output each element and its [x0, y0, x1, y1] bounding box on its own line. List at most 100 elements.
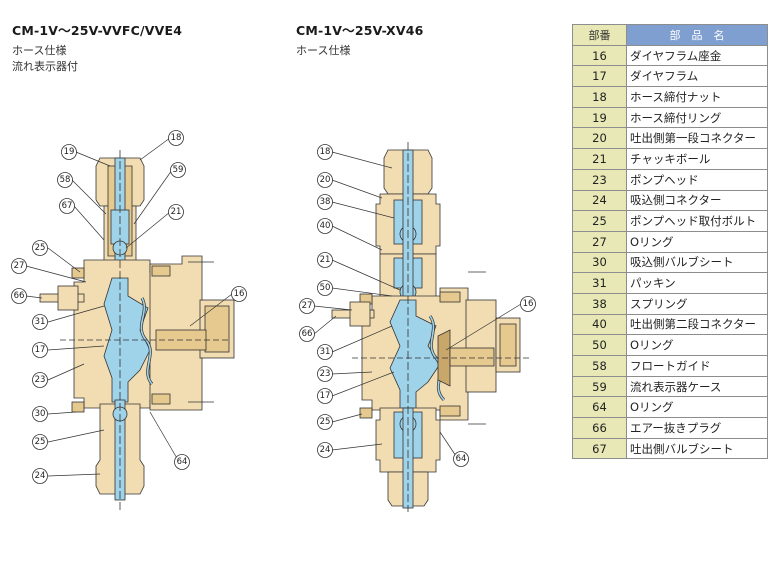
part-name: ダイヤフラム座金 — [626, 44, 768, 67]
part-name: 吸込側コネクター — [626, 189, 768, 212]
svg-text:64: 64 — [177, 457, 188, 467]
right-callout-38: 38 — [317, 194, 333, 210]
svg-text:50: 50 — [320, 283, 331, 293]
part-name: Oリング — [626, 396, 768, 419]
part-number: 27 — [572, 230, 627, 253]
svg-text:25: 25 — [35, 437, 46, 447]
left-callout-67: 67 — [59, 198, 75, 214]
left-callout-25-bottom: 25 — [32, 434, 48, 450]
right-leader-lines — [313, 151, 522, 457]
part-number: 31 — [572, 272, 627, 294]
left-callout-16: 16 — [231, 286, 247, 302]
right-callout-50: 50 — [317, 280, 333, 296]
svg-text:38: 38 — [320, 197, 331, 207]
svg-text:30: 30 — [35, 409, 46, 419]
right-callouts: 18 20 38 40 21 50 27 66 16 31 23 17 25 2… — [299, 144, 536, 467]
part-number: 66 — [572, 417, 627, 439]
left-subtitle-flow-indicator: 流れ表示器付 — [12, 60, 78, 73]
part-name: 吸込側バルブシート — [626, 251, 768, 274]
svg-text:24: 24 — [35, 471, 46, 481]
svg-text:16: 16 — [523, 299, 534, 309]
part-name: ホース締付リング — [626, 106, 768, 129]
svg-text:18: 18 — [320, 147, 331, 157]
right-pump-drawing — [331, 142, 530, 512]
header-part-number: 部番 — [572, 24, 627, 46]
part-number: 18 — [572, 86, 627, 108]
svg-text:18: 18 — [171, 133, 182, 143]
part-name: 吐出側第二段コネクター — [626, 313, 768, 336]
part-number: 38 — [572, 292, 627, 315]
part-number: 17 — [572, 65, 627, 88]
left-leader-lines — [25, 137, 233, 477]
right-callout-20: 20 — [317, 172, 333, 188]
part-number: 25 — [572, 210, 627, 232]
part-name: ポンプヘッド — [626, 168, 768, 191]
part-name: Oリング — [626, 334, 768, 356]
left-callout-23: 23 — [32, 372, 48, 388]
svg-text:23: 23 — [320, 369, 331, 379]
part-name: ダイヤフラム — [626, 65, 768, 88]
left-callout-24: 24 — [32, 468, 48, 484]
part-number: 30 — [572, 251, 627, 274]
svg-text:17: 17 — [320, 391, 331, 401]
left-callout-66: 66 — [11, 288, 27, 304]
part-name: スプリング — [626, 292, 768, 315]
svg-text:58: 58 — [60, 175, 71, 185]
right-callout-64: 64 — [453, 451, 469, 467]
svg-text:64: 64 — [456, 454, 467, 464]
right-callout-66: 66 — [299, 326, 315, 342]
part-name: パッキン — [626, 272, 768, 294]
part-name: ポンプヘッド取付ボルト — [626, 210, 768, 232]
right-callout-40: 40 — [317, 218, 333, 234]
svg-text:31: 31 — [320, 347, 331, 357]
part-name: 吐出側バルブシート — [626, 437, 768, 460]
part-number: 19 — [572, 106, 627, 129]
left-callout-21: 21 — [168, 204, 184, 220]
svg-text:21: 21 — [320, 255, 331, 265]
part-number: 58 — [572, 355, 627, 377]
parts-table-header: 部番 部 品 名 — [572, 24, 768, 46]
part-name: フロートガイド — [626, 355, 768, 377]
left-callout-25-top: 25 — [32, 240, 48, 256]
svg-text:23: 23 — [35, 375, 46, 385]
left-callout-64: 64 — [174, 454, 190, 470]
svg-text:59: 59 — [173, 165, 184, 175]
part-name: 流れ表示器ケース — [626, 375, 768, 398]
svg-text:24: 24 — [320, 445, 331, 455]
right-callout-21: 21 — [317, 252, 333, 268]
right-callout-31: 31 — [317, 344, 333, 360]
left-diagram-title: CM-1V～25V-VVFC/VVE4 — [12, 23, 183, 38]
left-callout-17: 17 — [32, 342, 48, 358]
part-number: 24 — [572, 189, 627, 212]
header-part-name: 部 品 名 — [626, 24, 768, 46]
part-number: 67 — [572, 437, 627, 460]
svg-text:31: 31 — [35, 317, 46, 327]
left-callout-58: 58 — [57, 172, 73, 188]
part-name: ホース締付ナット — [626, 86, 768, 108]
svg-text:21: 21 — [171, 207, 182, 217]
right-diagram-title: CM-1V～25V-XV46 — [296, 23, 424, 38]
part-name: エアー抜きプラグ — [626, 417, 768, 439]
svg-text:20: 20 — [320, 175, 331, 185]
left-callouts: 19 18 58 59 67 21 25 27 66 16 31 17 23 3… — [11, 130, 247, 484]
part-name: Oリング — [626, 230, 768, 253]
right-callout-25: 25 — [317, 414, 333, 430]
